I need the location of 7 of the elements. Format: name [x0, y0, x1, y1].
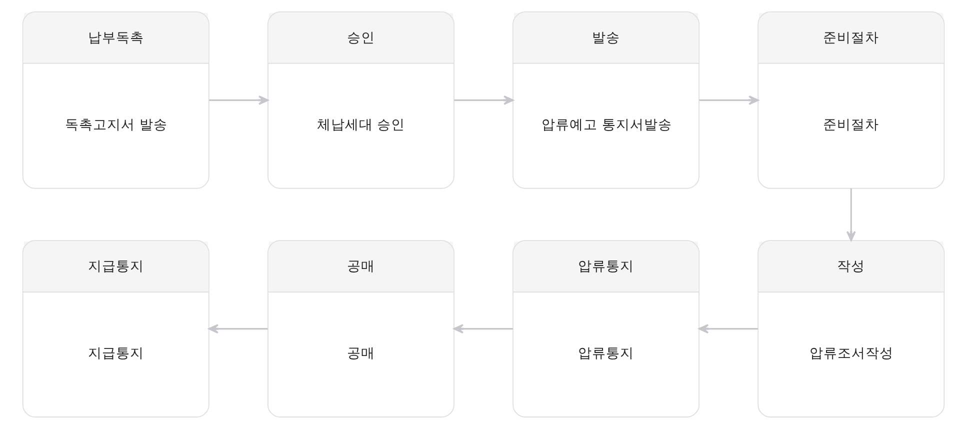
arrow	[208, 324, 268, 334]
arrow	[454, 96, 514, 105]
arrow	[846, 188, 856, 242]
arrow	[699, 96, 759, 105]
arrow	[453, 324, 513, 334]
arrow	[698, 324, 758, 334]
arrow	[209, 96, 269, 105]
